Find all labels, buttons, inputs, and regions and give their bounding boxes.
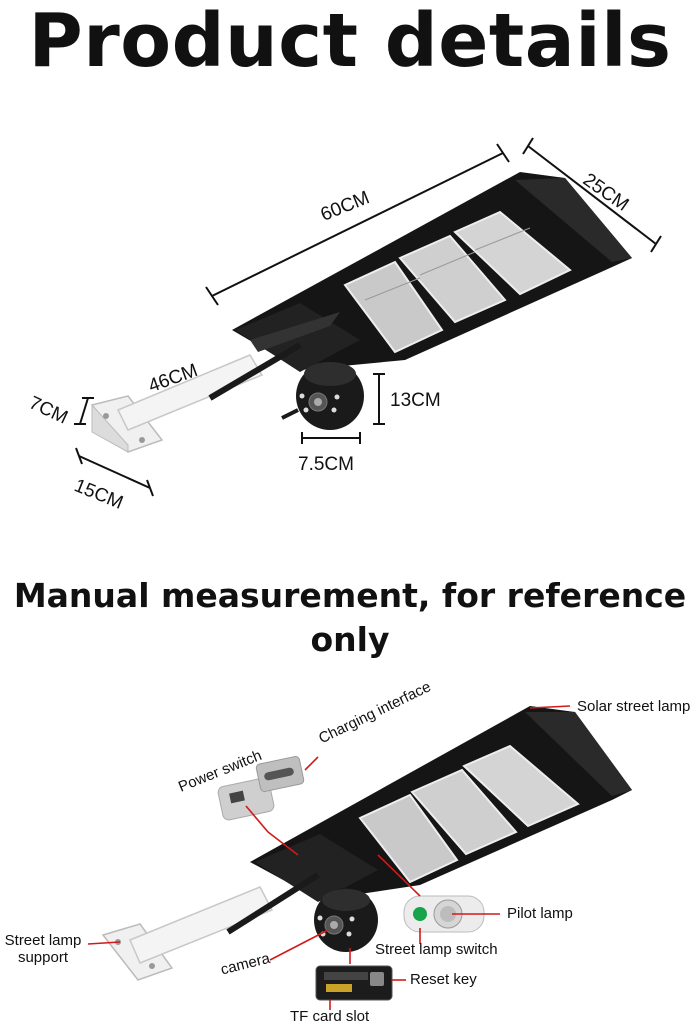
tf-card-inset	[315, 965, 393, 1001]
camera-height-label: 13CM	[390, 390, 441, 411]
page-title: Product details	[28, 0, 672, 84]
dimension-lines	[74, 137, 662, 497]
camera-top	[281, 362, 364, 430]
mounting-arm-top	[90, 354, 264, 453]
callout-street-lamp-support: Street lamp support	[4, 932, 82, 966]
pilot-lamp-inset	[403, 895, 485, 933]
callout-solar-street-lamp: Solar street lamp	[577, 698, 691, 715]
product-illustration-top	[74, 137, 662, 497]
callout-tf-card-slot: TF card slot	[290, 1008, 370, 1025]
power-switch-inset	[217, 755, 305, 821]
mounting-arm-bottom	[101, 886, 274, 981]
reference-note: Manual measurement, for reference only	[13, 576, 687, 659]
callout-lines	[87, 705, 571, 1010]
callout-street-lamp-switch: Street lamp switch	[375, 941, 498, 958]
lamp-housing-top	[208, 172, 632, 401]
camera-width-label: 7.5CM	[298, 454, 354, 475]
camera-bottom	[314, 888, 378, 952]
lamp-housing-bottom	[226, 706, 632, 935]
led-panel-top	[343, 210, 572, 354]
led-panel-bottom	[358, 744, 580, 884]
callout-reset-key: Reset key	[410, 971, 477, 988]
callout-pilot-lamp: Pilot lamp	[507, 905, 573, 922]
